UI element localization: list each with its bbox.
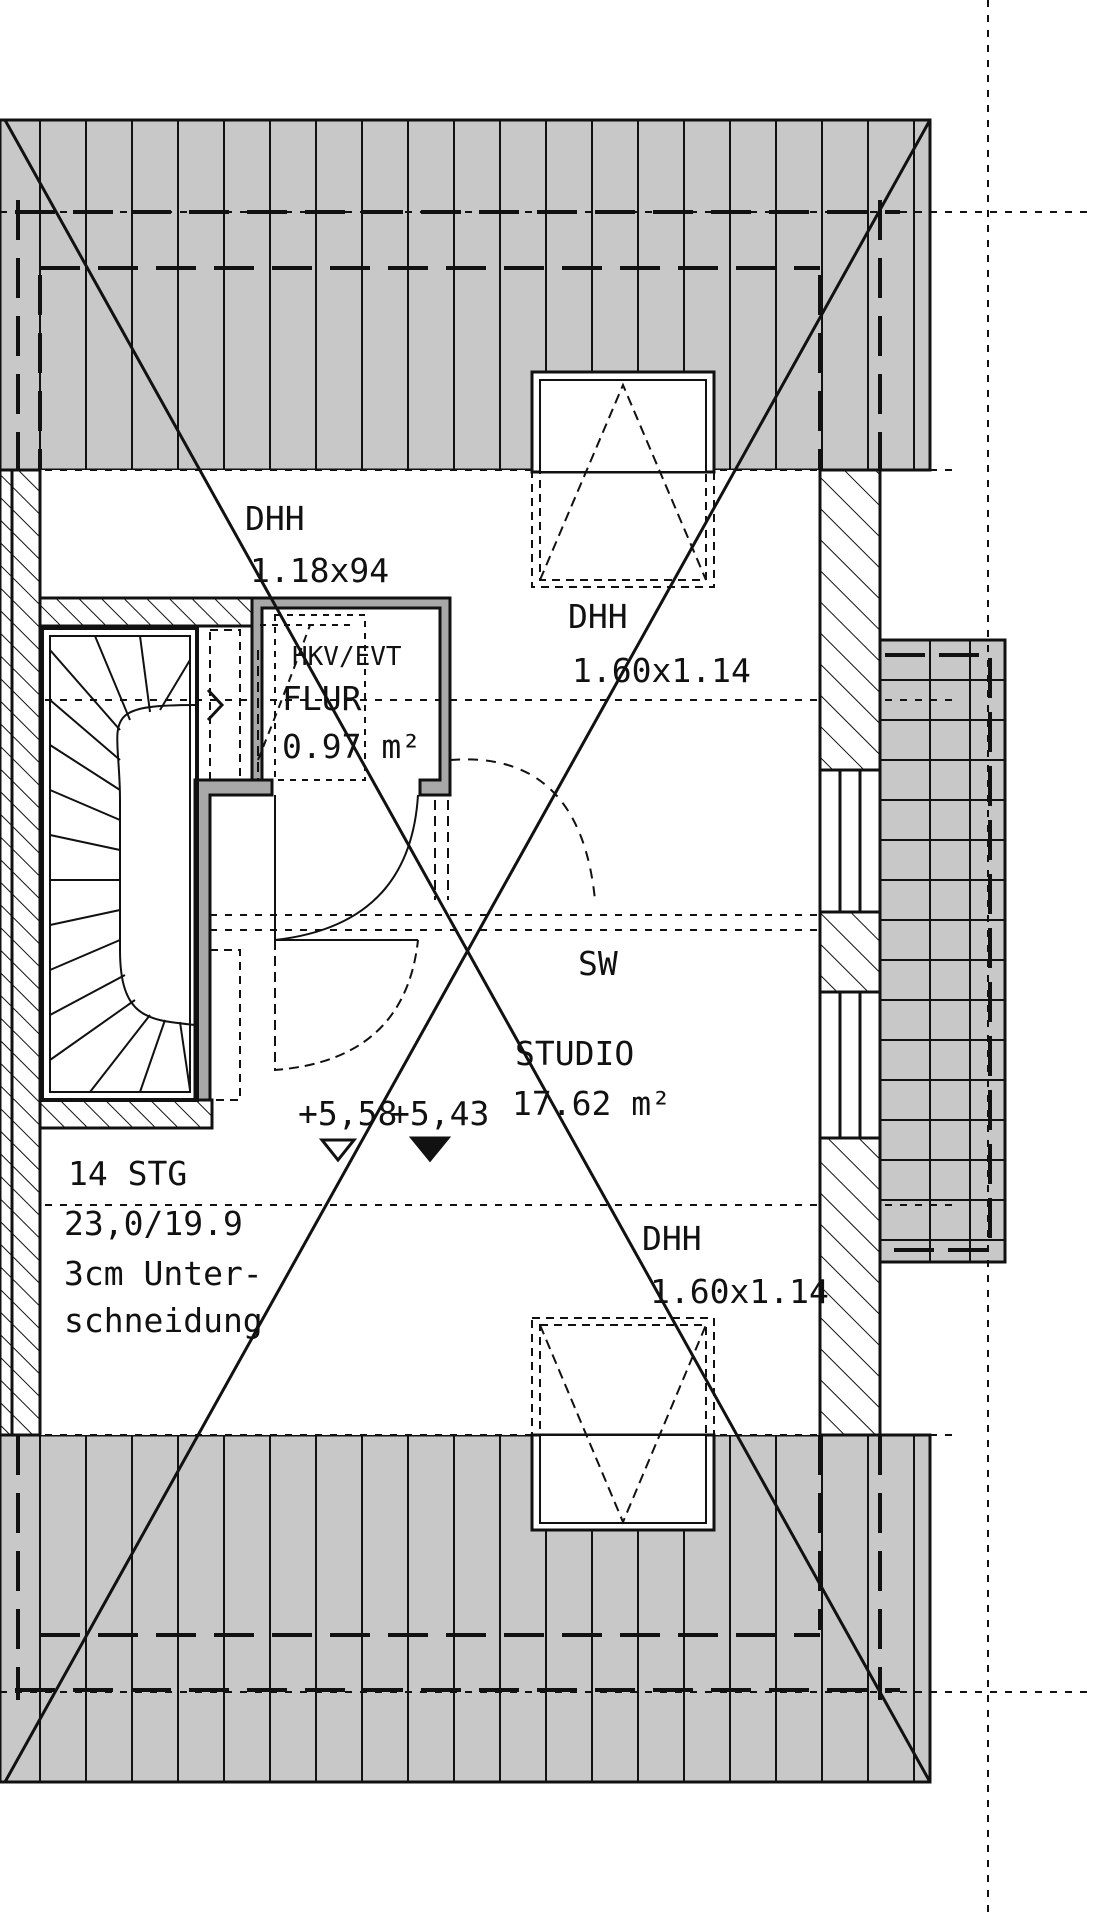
label-level-a: +5,58 bbox=[298, 1094, 397, 1133]
level-markers bbox=[318, 1136, 452, 1163]
label-flur: FLUR bbox=[282, 679, 362, 718]
label-level-b: +5,43 bbox=[390, 1094, 489, 1133]
hatch-line bbox=[49, 699, 121, 761]
staircase bbox=[40, 626, 241, 1102]
level-marker-filled bbox=[408, 1136, 452, 1163]
label-dhh-top-left: DHH bbox=[245, 499, 305, 538]
flur-closet bbox=[257, 614, 596, 1072]
labels: DHH 1.18x94 DHH 1.60x1.14 HKV/EVT FLUR 0… bbox=[64, 499, 829, 1340]
label-studio-area: 17.62 m² bbox=[512, 1084, 671, 1123]
roof-window-bottom bbox=[530, 1317, 716, 1532]
hatch-line bbox=[94, 635, 131, 721]
label-sw: SW bbox=[578, 944, 618, 983]
left-wall bbox=[0, 468, 42, 1437]
hatch-line bbox=[49, 744, 121, 791]
hatch-line bbox=[49, 789, 121, 821]
roof-bottom bbox=[0, 1433, 932, 1784]
hatch-line bbox=[139, 1019, 166, 1093]
open-space-cross bbox=[3, 119, 932, 1783]
label-hkv-evt: HKV/EVT bbox=[292, 642, 402, 672]
roof-top bbox=[0, 118, 932, 472]
label-dhh-top-left-dim: 1.18x94 bbox=[250, 551, 389, 590]
hatch-line bbox=[49, 999, 136, 1061]
label-dhh-top-right-dim: 1.60x1.14 bbox=[572, 651, 751, 690]
hatch-line bbox=[179, 1021, 191, 1091]
label-dhh-bottom: DHH bbox=[642, 1219, 702, 1258]
level-marker-open bbox=[318, 1138, 358, 1163]
label-dhh-top-right: DHH bbox=[568, 597, 628, 636]
roof-dashed-lines bbox=[15, 200, 900, 1700]
roof-window-top bbox=[530, 370, 716, 588]
hatch-line bbox=[49, 649, 121, 731]
room-floor bbox=[40, 470, 820, 1435]
label-studio: STUDIO bbox=[515, 1034, 634, 1073]
label-dhh-bottom-dim: 1.60x1.14 bbox=[650, 1272, 829, 1311]
hatch-line bbox=[159, 659, 191, 711]
hatch-line bbox=[49, 939, 121, 971]
hatch-line bbox=[139, 635, 151, 713]
hatch-line bbox=[49, 909, 121, 926]
dormer-roof bbox=[878, 638, 1007, 1264]
label-stair-note-1: 3cm Unter- bbox=[64, 1254, 263, 1293]
label-stair-dim: 23,0/19.9 bbox=[64, 1204, 243, 1243]
label-stair-note-2: schneidung bbox=[64, 1301, 263, 1340]
right-wall bbox=[818, 468, 882, 1437]
label-flur-area: 0.97 m² bbox=[282, 727, 421, 766]
hatch-line bbox=[49, 834, 121, 851]
hatch-line bbox=[89, 1014, 151, 1093]
hatch-line bbox=[49, 974, 126, 1016]
label-stair-count: 14 STG bbox=[68, 1154, 187, 1193]
